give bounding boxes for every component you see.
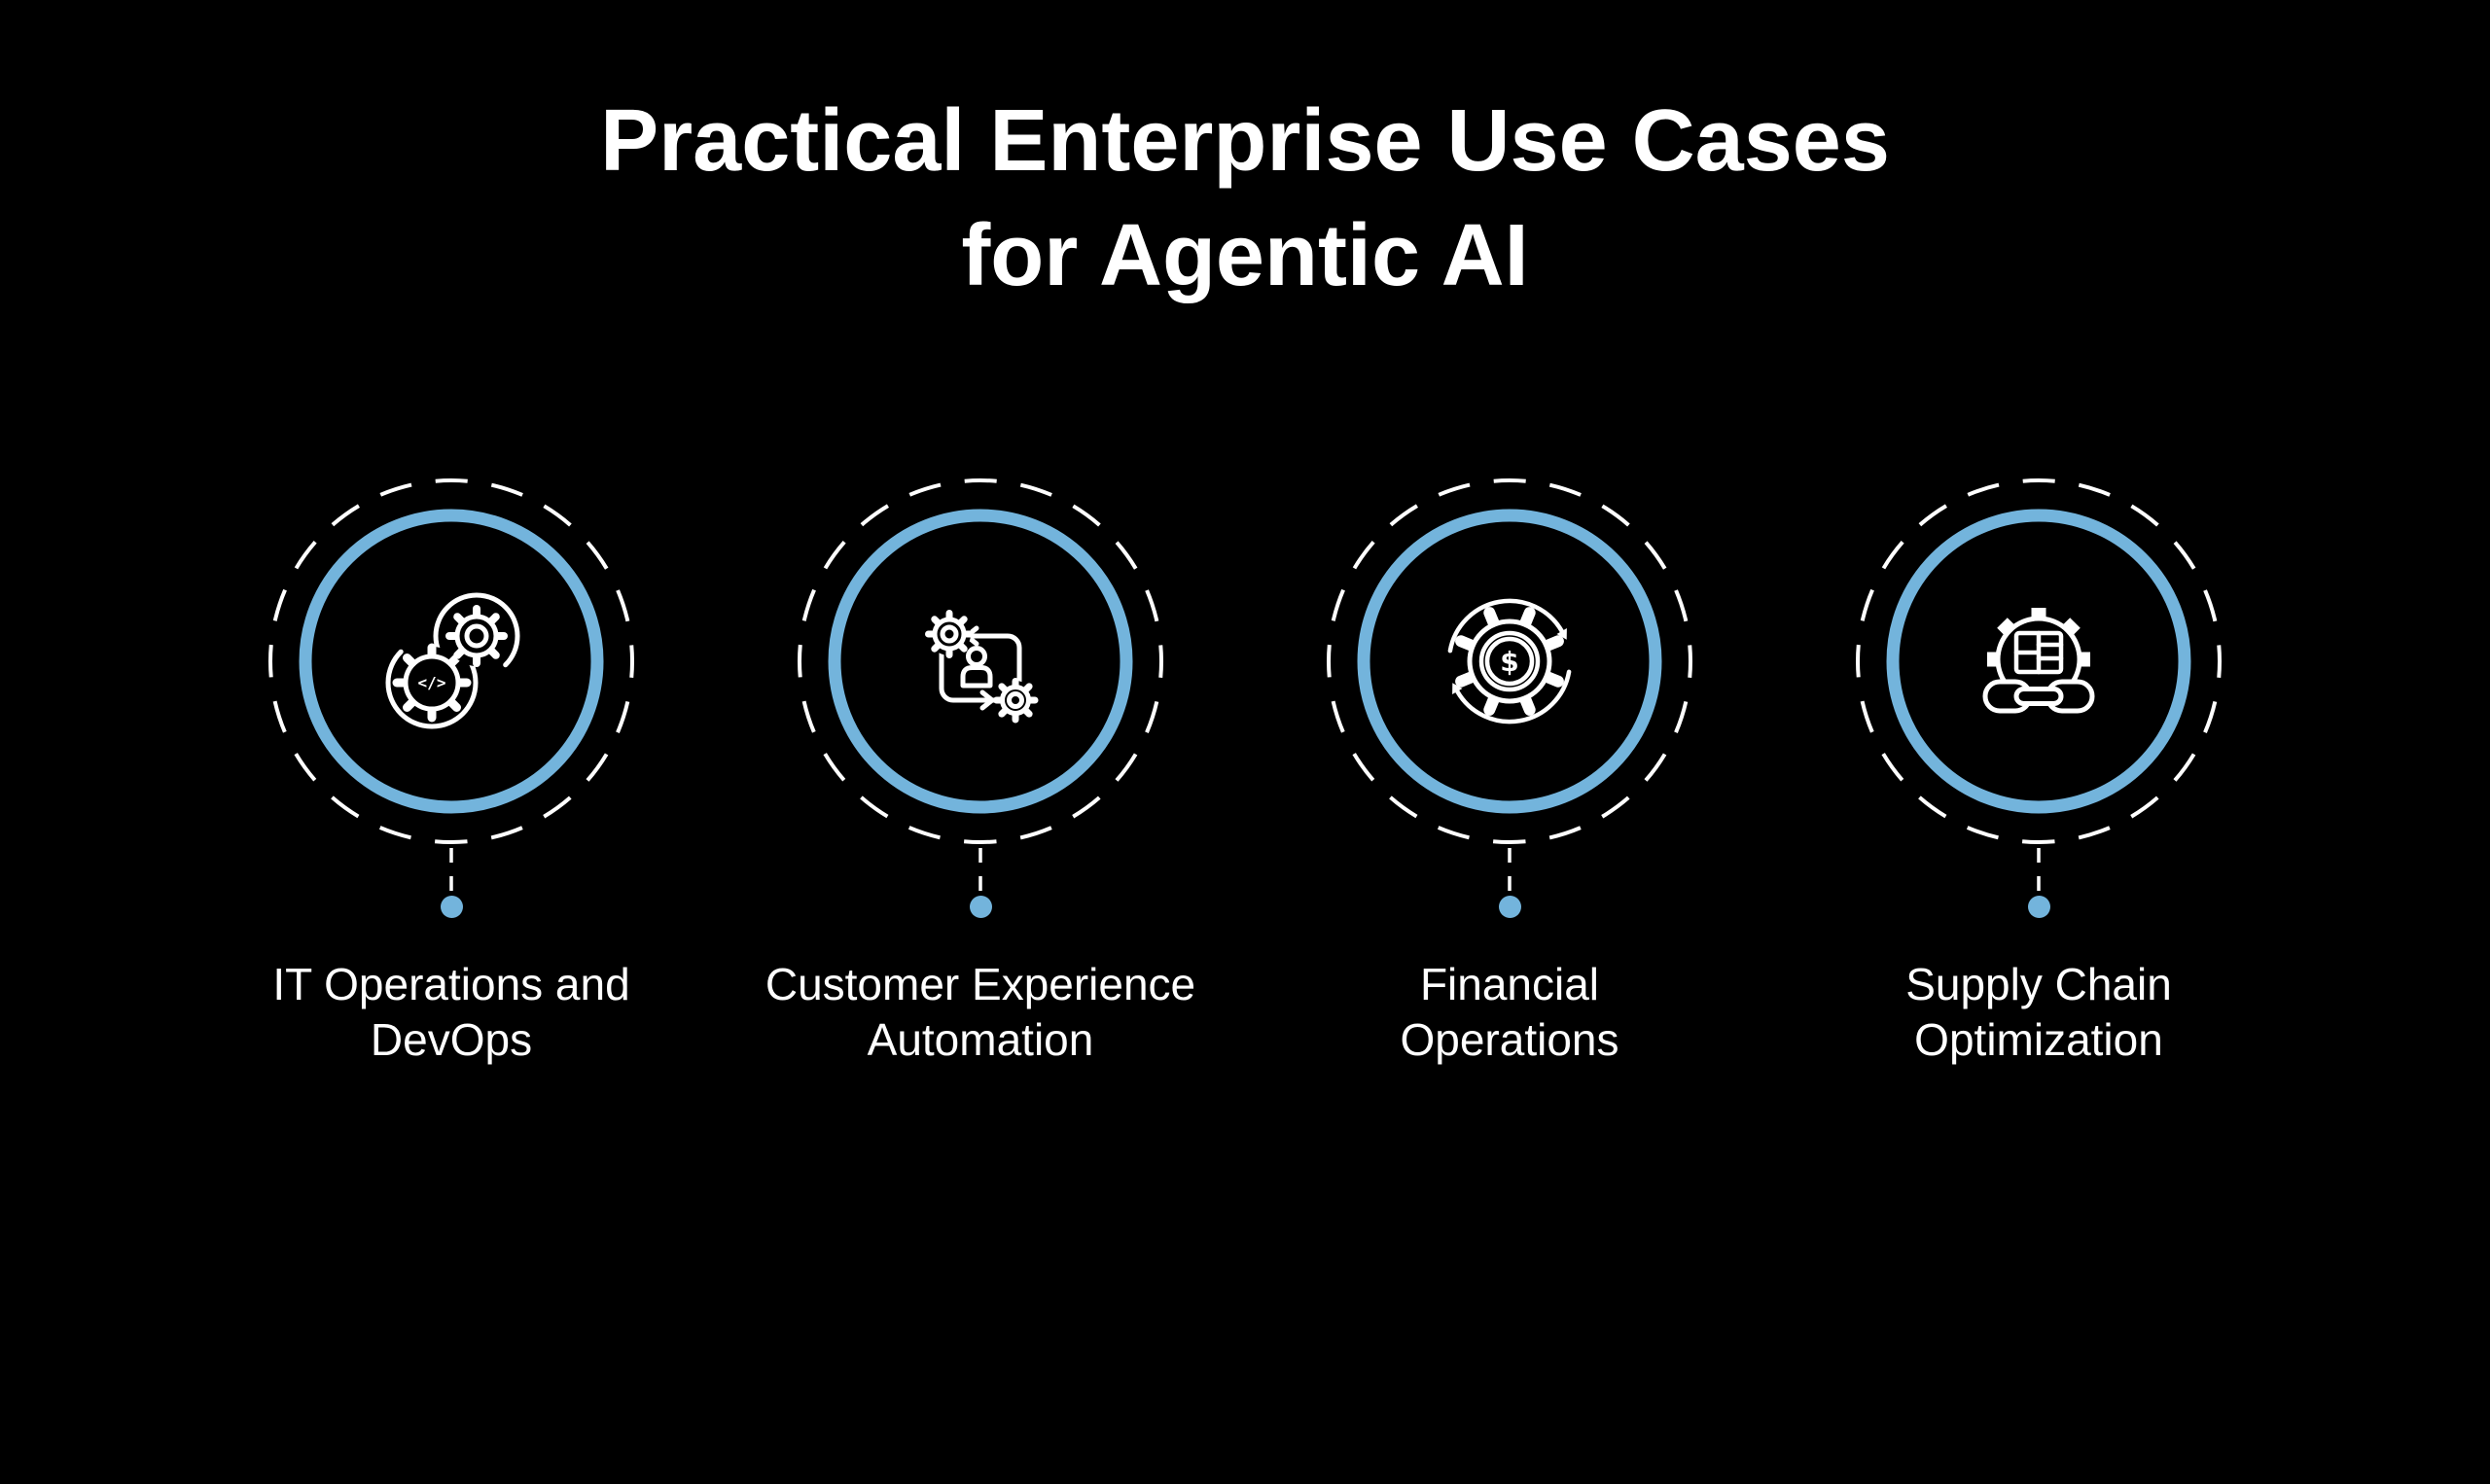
use-case-label: Customer Experience Automation — [765, 957, 1195, 1068]
use-case-column-financial-operations: $ Financial Operations — [1245, 477, 1774, 1068]
use-case-label: IT Operations and DevOps — [272, 957, 629, 1068]
connector-dot — [2027, 896, 2050, 918]
svg-text:$: $ — [1500, 646, 1518, 678]
dashed-ring — [1856, 478, 2222, 844]
use-case-label: Financial Operations — [1400, 957, 1618, 1068]
label-line-2: Optimization — [1914, 1014, 2163, 1065]
use-case-column-supply-chain: Supply Chain Optimization — [1774, 477, 2303, 1068]
financial-gear-dollar-icon: $ — [1447, 598, 1572, 724]
page-title: Practical Enterprise Use Cases for Agent… — [0, 84, 2490, 313]
connector-dot — [440, 896, 463, 918]
devops-gears-icon: </> — [385, 592, 520, 729]
accent-ring — [828, 509, 1133, 814]
supply-chain-gear-chain-icon — [1982, 608, 2095, 714]
medallion-customer-experience — [798, 478, 1163, 844]
svg-text:</>: </> — [418, 674, 446, 692]
label-line-1: Financial — [1419, 959, 1600, 1009]
label-line-2: Automation — [867, 1014, 1094, 1065]
use-case-column-customer-experience: Customer Experience Automation — [716, 477, 1245, 1068]
connector-dot — [1498, 896, 1521, 918]
dashed-ring — [1327, 478, 1692, 844]
medallion-supply-chain — [1856, 478, 2222, 844]
connector-line — [2037, 848, 2041, 891]
label-line-1: IT Operations and — [272, 959, 630, 1009]
use-case-grid: </> IT Operations and DevOps — [0, 477, 2490, 1068]
medallion-it-operations: </> — [268, 478, 634, 844]
page-root: { "title": { "line1": "Practical Enterpr… — [0, 84, 2490, 1484]
use-case-column-it-operations: </> IT Operations and DevOps — [187, 477, 716, 1068]
label-line-2: DevOps — [370, 1014, 533, 1065]
connector-line — [449, 848, 453, 891]
accent-ring — [299, 509, 604, 814]
label-line-1: Supply Chain — [1905, 959, 2172, 1009]
connector-line — [1508, 848, 1512, 891]
medallion-financial-operations: $ — [1327, 478, 1692, 844]
accent-ring — [1886, 509, 2191, 814]
label-line-1: Customer Experience — [765, 959, 1196, 1009]
use-case-label: Supply Chain Optimization — [1905, 957, 2172, 1068]
page-title-line-1: Practical Enterprise Use Cases — [600, 92, 1890, 190]
dashed-ring — [798, 478, 1163, 844]
page-title-line-2: for Agentic AI — [961, 207, 1529, 304]
accent-ring — [1357, 509, 1662, 814]
connector-dot — [969, 896, 992, 918]
customer-automation-icon — [925, 610, 1039, 724]
connector-line — [978, 848, 982, 891]
label-line-2: Operations — [1400, 1014, 1619, 1065]
dashed-ring — [268, 478, 634, 844]
